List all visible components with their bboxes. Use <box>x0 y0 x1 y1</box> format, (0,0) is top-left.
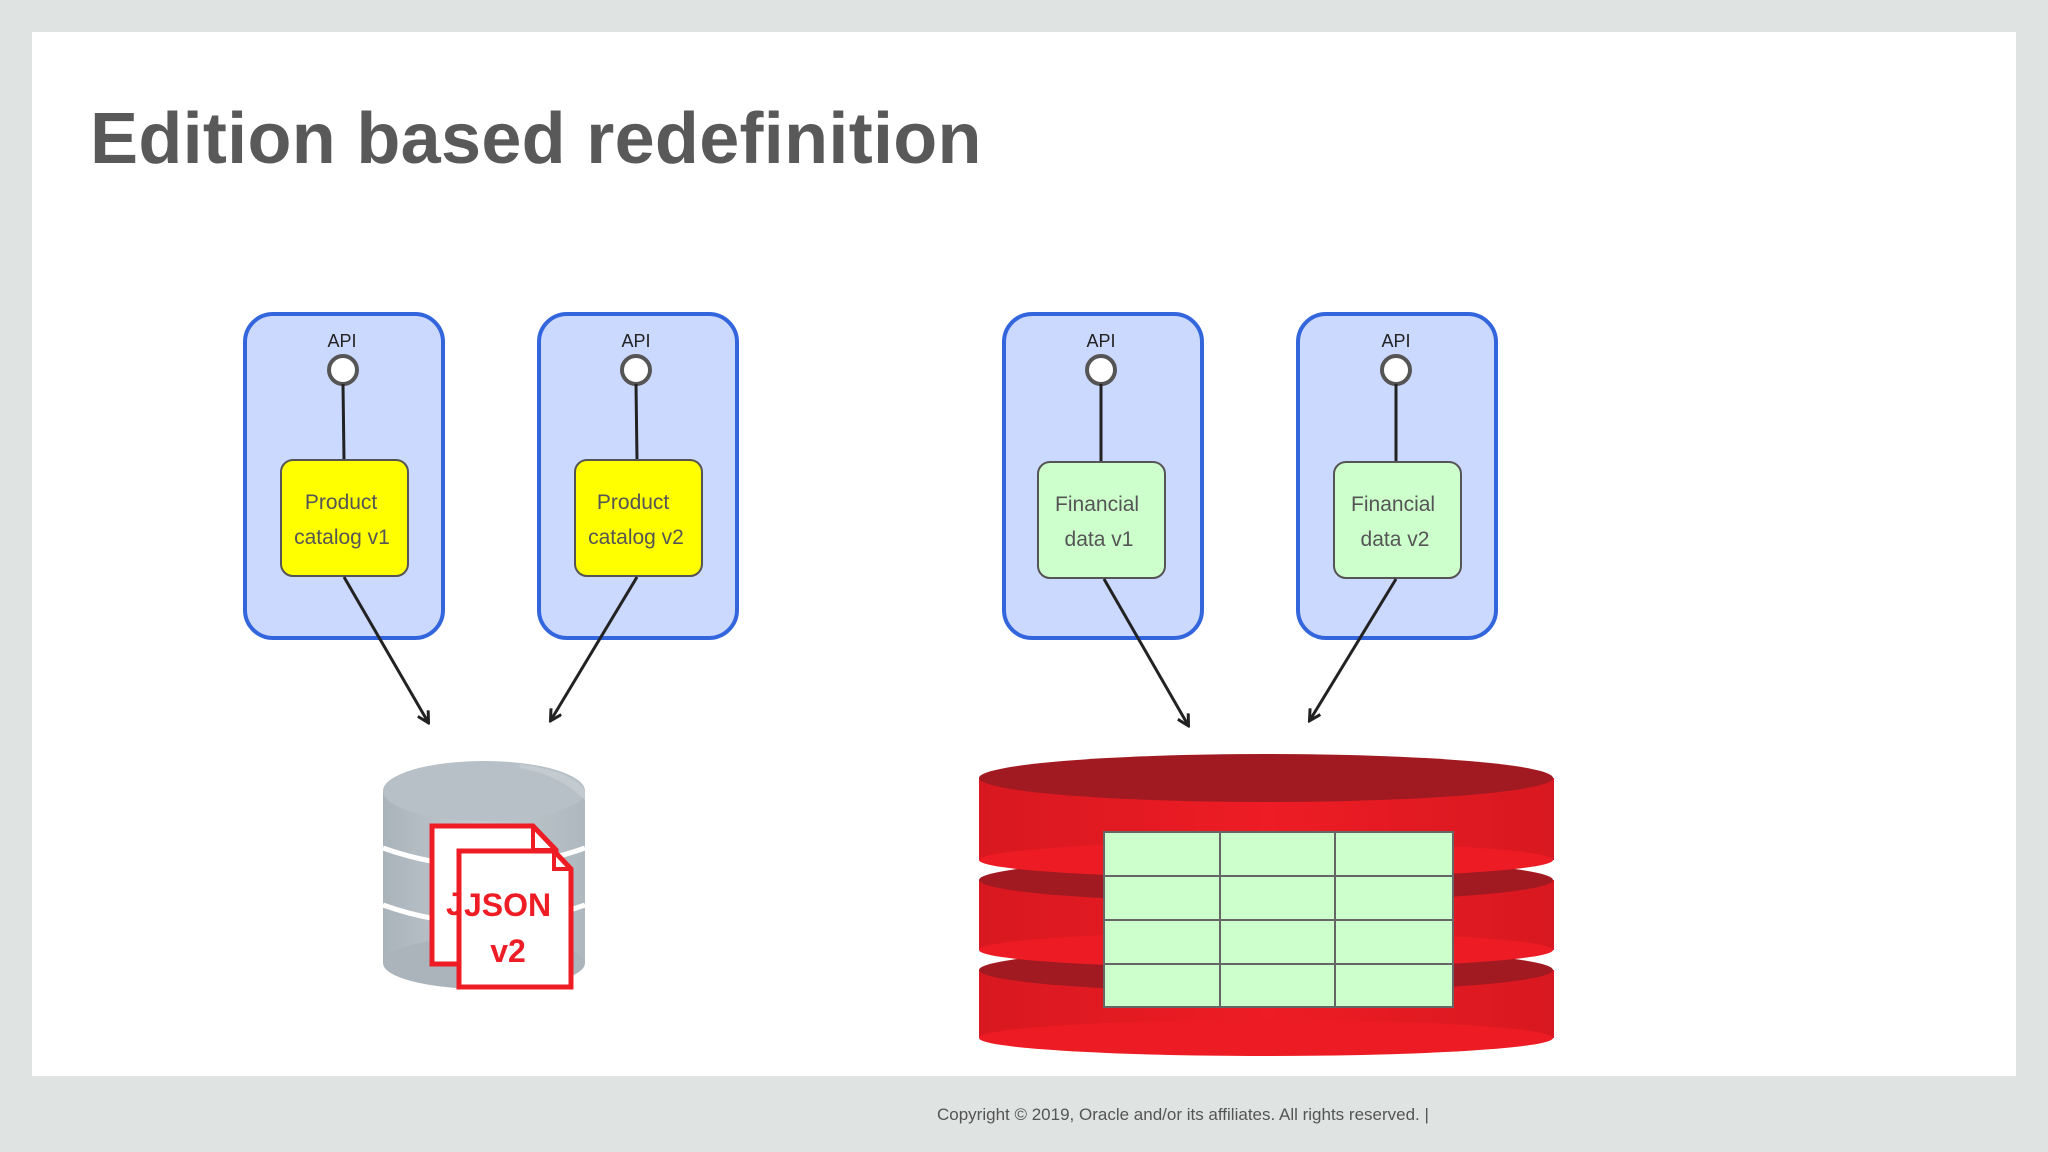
service-label-line-1: Financial <box>1055 493 1139 516</box>
service-label: Product catalog v1 <box>294 491 390 549</box>
arrow-product-v2-to-document-db <box>551 576 639 720</box>
service-label-line-1: Product <box>597 491 670 514</box>
api-connector <box>634 383 639 461</box>
api-label: API <box>1381 331 1410 351</box>
json-front-text: JSON v2 <box>464 887 560 969</box>
service-label-line-2: catalog v1 <box>294 526 390 549</box>
service-box-product-catalog-v1 <box>280 459 409 577</box>
service-label: Financial data v1 <box>1055 493 1145 551</box>
api-container-2: API Product catalog v2 <box>537 312 739 640</box>
api-label: API <box>1086 331 1115 351</box>
copyright-footer: Copyright © 2019, Oracle and/or its affi… <box>937 1105 1429 1124</box>
json-front-line-1: JSON <box>464 887 551 923</box>
api-port-icon <box>327 354 359 386</box>
json-front-line-2: v2 <box>490 933 526 969</box>
service-label: Financial data v2 <box>1351 493 1441 551</box>
api-port-icon <box>1085 354 1117 386</box>
service-box-product-catalog-v2 <box>574 459 703 577</box>
arrows <box>342 576 1398 725</box>
slide-title: Edition based redefinition <box>90 99 982 179</box>
api-container-4: API Financial data v2 <box>1296 312 1498 640</box>
api-connector <box>341 383 346 461</box>
api-label: API <box>621 331 650 351</box>
arrow-product-v1-to-document-db <box>342 576 428 722</box>
arrow-financial-v1-to-relational-db <box>1102 578 1188 725</box>
service-label: Product catalog v2 <box>588 491 684 549</box>
service-label-line-2: data v1 <box>1065 528 1134 551</box>
service-label-line-2: catalog v2 <box>588 526 684 549</box>
api-port-icon <box>1380 354 1412 386</box>
service-box-financial-data-v1 <box>1037 461 1166 579</box>
json-document-icon: J JSON v2 <box>429 823 574 990</box>
api-port-icon <box>620 354 652 386</box>
service-box-financial-data-v2 <box>1333 461 1462 579</box>
api-container-3: API Financial data v1 <box>1002 312 1204 640</box>
arrow-financial-v2-to-relational-db <box>1310 578 1398 720</box>
service-label-line-2: data v2 <box>1361 528 1430 551</box>
service-label-line-1: Financial <box>1351 493 1435 516</box>
api-container-1: API Product catalog v1 <box>243 312 445 640</box>
api-label: API <box>327 331 356 351</box>
service-label-line-1: Product <box>305 491 378 514</box>
table-grid-icon <box>1103 831 1454 1008</box>
